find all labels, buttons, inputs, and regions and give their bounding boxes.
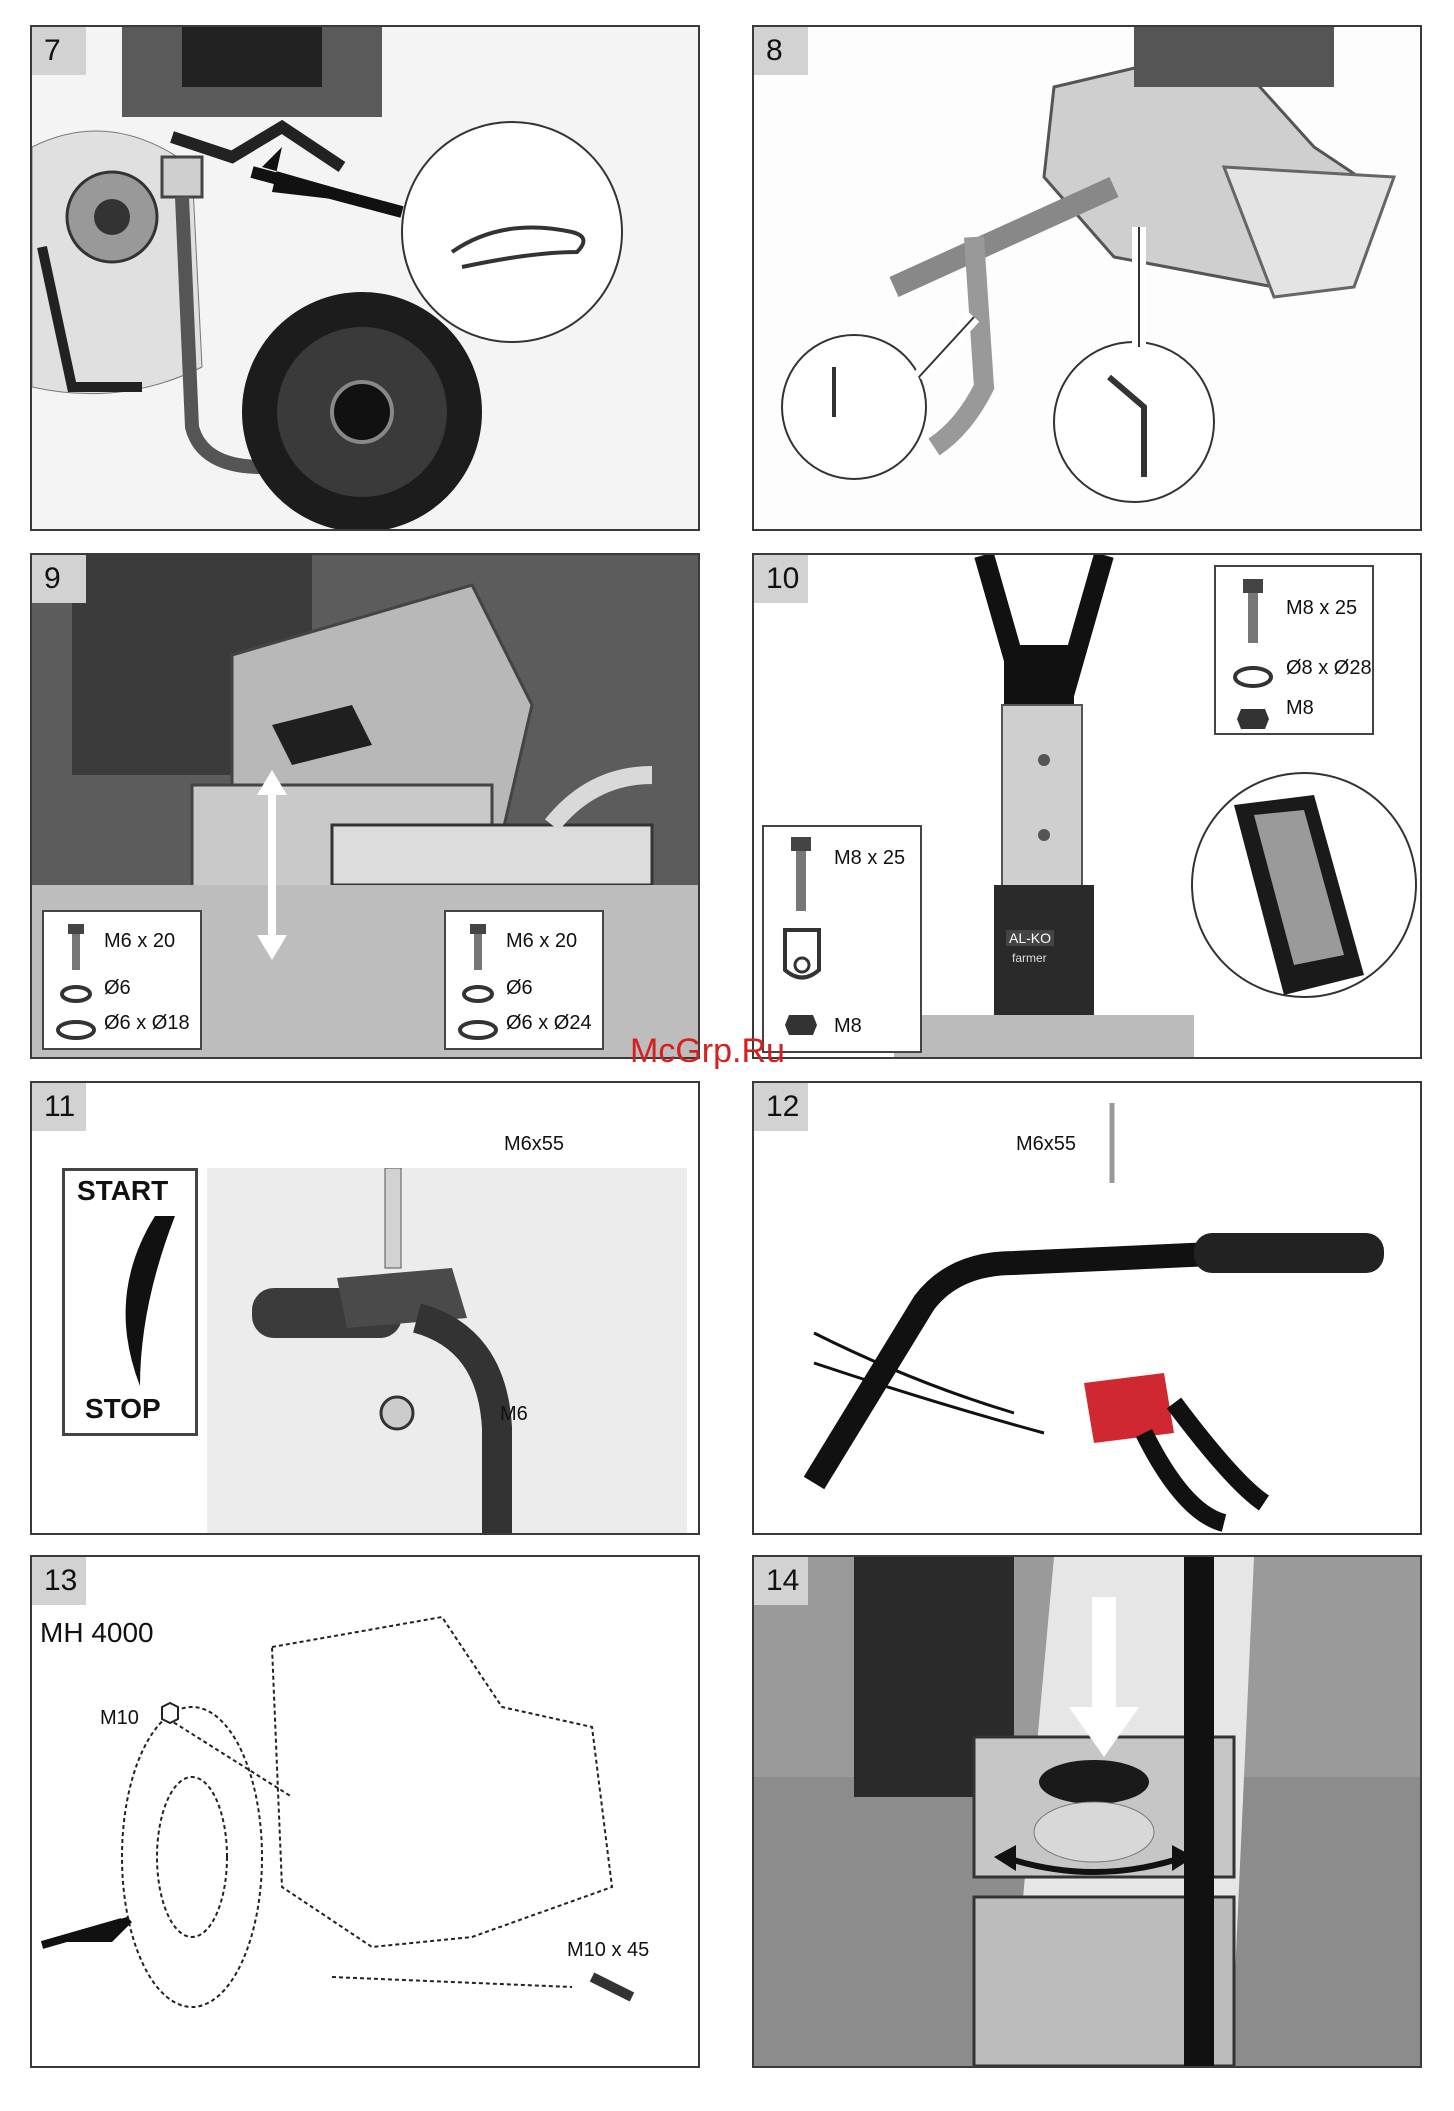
screw-label: M6x55 [1016,1133,1076,1156]
model-label: MH 4000 [40,1617,154,1649]
bolt-label: M6 x 20 [104,930,175,953]
figure-number: 7 [32,27,86,75]
depth-stop-photo [754,27,1420,529]
figure-number: 13 [32,1557,86,1605]
handlebar-lever-photo [754,1083,1420,1533]
screw-label: M6x55 [504,1133,564,1156]
fastener-legend-bottom: M8 x 25 M8 [762,825,922,1053]
nut-label: M8 [834,1015,862,1038]
washer-label: Ø6 x Ø18 [104,1012,190,1035]
knob-adjust-photo [754,1557,1420,2066]
throttle-lever-photo [207,1168,687,1533]
figure-number: 8 [754,27,808,75]
bolt-label: M6 x 20 [506,930,577,953]
bolt-label: M8 x 25 [834,847,905,870]
fastener-legend-left: M6 x 20 Ø6 Ø6 x Ø18 [42,910,202,1050]
nut-label: M10 [100,1707,139,1730]
figure-13: 13 MH 4000 M10 M10 x 45 [30,1555,700,2068]
figure-12: 12 M6x55 [752,1081,1422,1535]
tiller-wheel-photo [32,27,698,529]
watermark: McGrp.Ru [630,1032,785,1071]
start-stop-sign: START STOP [62,1168,198,1436]
stop-label: STOP [85,1393,161,1425]
figure-8: 8 [752,25,1422,531]
nut-label: M8 [1286,697,1314,720]
figure-14: 14 [752,1555,1422,2068]
figure-9: 9 M6 x 20 Ø6 Ø6 x Ø18 M6 x 20 Ø6 Ø6 x Ø2… [30,553,700,1059]
model-line-label: farmer [1012,951,1047,965]
nut-label: M6 [500,1403,528,1426]
brand-label: AL-KO [1006,930,1054,946]
figure-11: 11 M6x55 M6 START STOP [30,1081,700,1535]
washer-label: Ø8 x Ø28 [1286,657,1372,680]
figure-number: 11 [32,1083,86,1131]
figure-number: 12 [754,1083,808,1131]
figure-number: 14 [754,1557,808,1605]
lock-washer-label: Ø6 [506,977,533,1000]
fastener-legend-right: M6 x 20 Ø6 Ø6 x Ø24 [444,910,604,1050]
figure-7: 7 [30,25,700,531]
figure-10: 10 AL-KO farmer M8 x 25 Ø8 x Ø28 M8 M8 x… [752,553,1422,1059]
start-label: START [77,1175,168,1207]
lock-washer-label: Ø6 [104,977,131,1000]
bolt-label: M8 x 25 [1286,597,1357,620]
figure-number: 9 [32,555,86,603]
figure-number: 10 [754,555,808,603]
fastener-legend-top: M8 x 25 Ø8 x Ø28 M8 [1214,565,1374,735]
bolt-label: M10 x 45 [567,1939,649,1962]
washer-label: Ø6 x Ø24 [506,1012,592,1035]
